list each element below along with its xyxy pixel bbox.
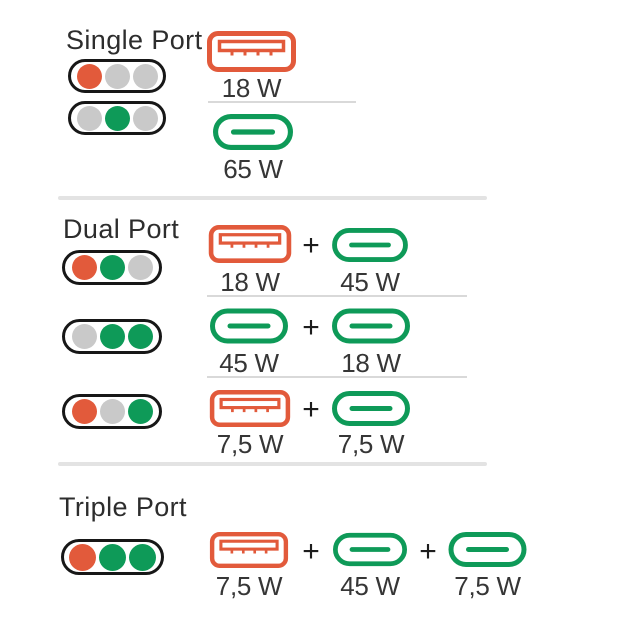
plus-sign: + — [302, 393, 320, 426]
plus-sign: + — [302, 311, 320, 344]
section-divider — [58, 462, 487, 466]
row-divider — [207, 376, 467, 378]
port-indicator — [62, 394, 162, 429]
port-indicator — [68, 101, 166, 135]
plus-sign: + — [419, 535, 437, 568]
usb-a-port-icon — [207, 225, 293, 263]
section-divider — [58, 196, 487, 200]
section-title-single-port: Single Port — [66, 25, 203, 55]
port-indicator — [61, 539, 164, 575]
wattage-label: 65 W — [223, 154, 283, 184]
wattage-label: 45 W — [340, 267, 400, 297]
usb-a-port-icon — [208, 532, 290, 568]
port-status-light — [132, 105, 158, 131]
port-status-light — [132, 63, 158, 89]
wattage-label: 7,5 W — [216, 429, 284, 459]
usb-c-port-icon — [210, 308, 288, 344]
port-indicator — [68, 59, 166, 93]
usb-c-port-icon — [333, 532, 407, 567]
wattage-label: 18 W — [341, 348, 401, 378]
port-status-light — [99, 255, 125, 280]
wattage-label: 7,5 W — [215, 571, 283, 601]
port-status-light — [99, 399, 125, 424]
port-status-light — [99, 324, 125, 349]
port-status-light — [127, 255, 153, 280]
wattage-label: 7,5 W — [454, 571, 521, 601]
wattage-label: 18 W — [221, 73, 282, 103]
usb-c-port-icon — [331, 391, 411, 426]
port-status-light — [69, 543, 96, 571]
section-title-triple-port: Triple Port — [59, 492, 187, 522]
usb-c-port-icon — [332, 308, 410, 344]
port-status-light — [76, 105, 102, 131]
port-status-light — [99, 543, 126, 571]
usb-a-port-icon — [207, 390, 293, 427]
section-title-dual-port: Dual Port — [63, 214, 180, 244]
usb-c-port-icon — [213, 114, 293, 150]
wattage-label: 45 W — [219, 348, 279, 378]
wattage-label: 45 W — [340, 571, 400, 601]
plus-sign: + — [302, 229, 320, 262]
usb-c-port-icon — [448, 532, 527, 567]
port-status-light — [71, 255, 97, 280]
port-status-light — [76, 63, 102, 89]
port-indicator — [62, 319, 162, 354]
usb-a-port-icon — [207, 31, 296, 72]
usb-c-port-icon — [332, 228, 408, 262]
port-status-light — [71, 399, 97, 424]
port-status-light — [104, 105, 130, 131]
port-indicator — [62, 250, 162, 285]
port-status-light — [71, 324, 97, 349]
port-status-light — [127, 324, 153, 349]
wattage-label: 18 W — [220, 267, 280, 297]
port-status-light — [104, 63, 130, 89]
port-status-light — [127, 399, 153, 424]
row-divider — [208, 101, 356, 103]
plus-sign: + — [302, 535, 320, 568]
port-status-light — [129, 543, 156, 571]
wattage-label: 7,5 W — [337, 429, 405, 459]
row-divider — [207, 295, 467, 297]
